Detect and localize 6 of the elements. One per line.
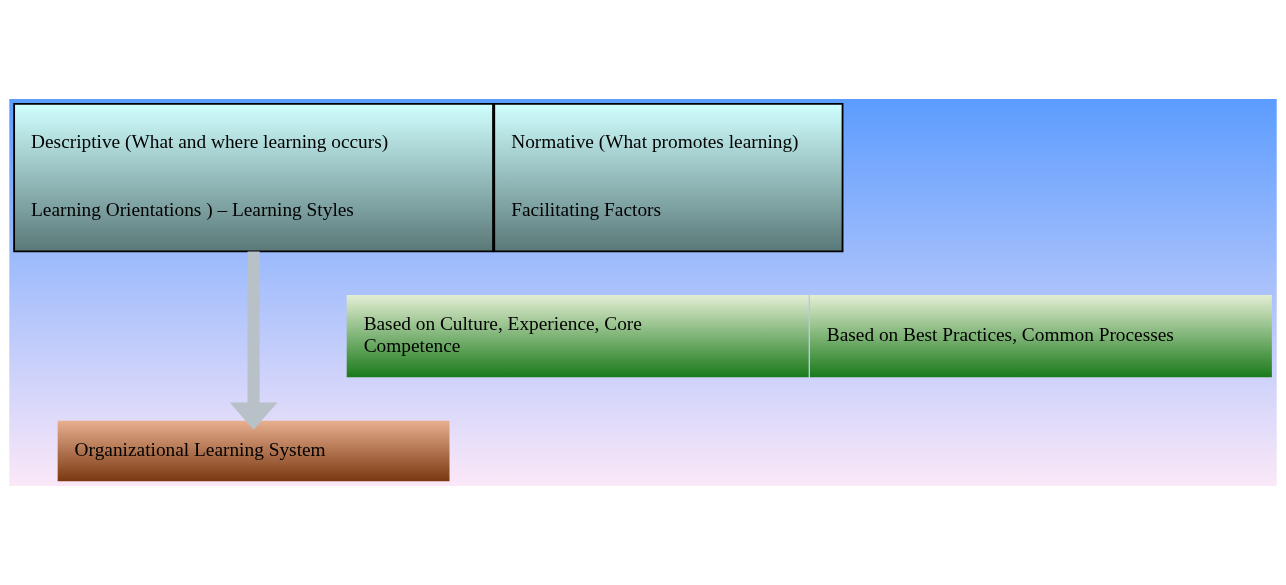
arrow: [229, 251, 278, 430]
node-box: Based on Culture, Experience, Core Competence: [346, 294, 809, 378]
node-box: Descriptive (What and where learning occurs) Learning Orientations ) – Learning Styles: [13, 102, 494, 253]
node-box: Normative (What promotes learning) Facilitating Factors: [493, 102, 844, 253]
node-box: Based on Best Practices, Common Processes: [809, 294, 1272, 378]
node-box: Organizational Learning System: [57, 420, 450, 482]
